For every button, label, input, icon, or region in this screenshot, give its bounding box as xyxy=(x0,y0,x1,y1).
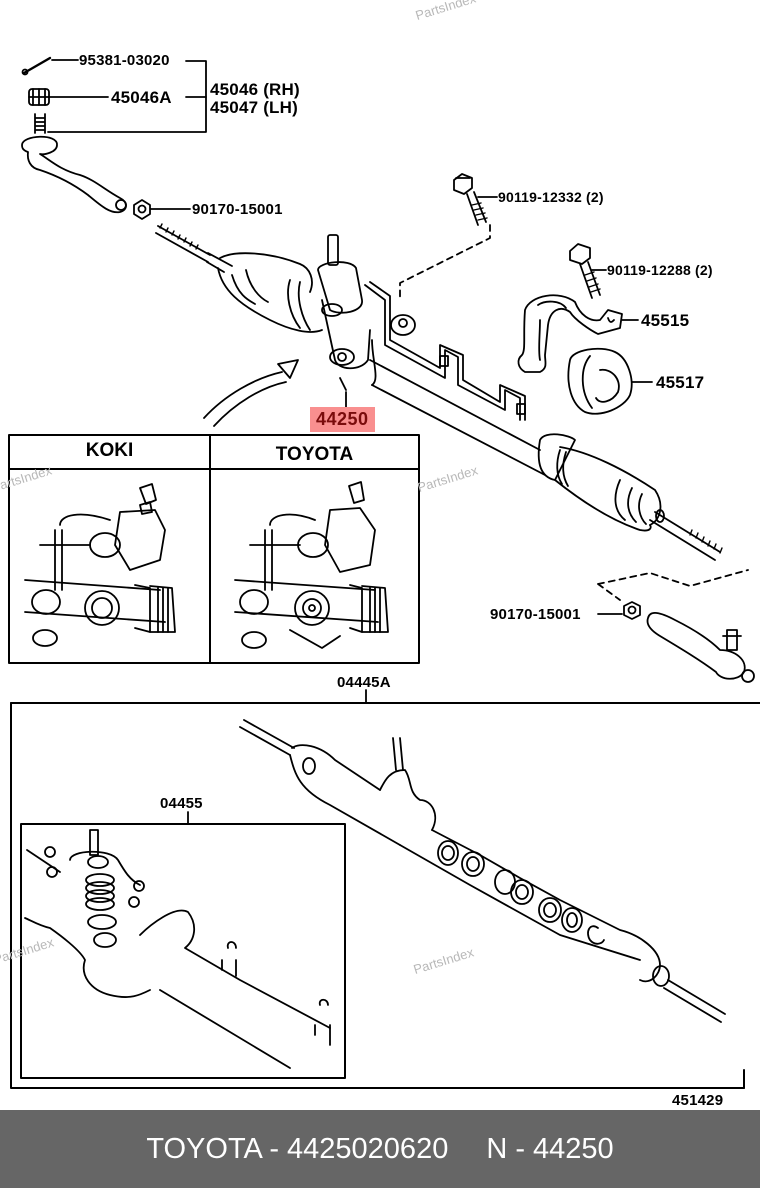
variant-comparison-box xyxy=(8,434,420,664)
callout-bolt-upper[interactable]: 90119-12332 (2) xyxy=(498,189,604,205)
part-number-footer: TOYOTA - 4425020620 N - 44250 xyxy=(0,1110,760,1188)
lock-nut-left-icon xyxy=(133,199,151,220)
callout-lock-nut-left[interactable]: 90170-15001 xyxy=(192,201,283,218)
castle-nut-icon xyxy=(28,88,50,106)
gasket-kit-box xyxy=(10,702,760,1089)
clip-fragment-icon xyxy=(741,669,755,683)
koki-gear-icon xyxy=(24,483,176,647)
seal-kit-parts-icon xyxy=(24,829,331,1069)
bracket-icon xyxy=(517,294,623,373)
footer-brand-part-number: TOYOTA - 4425020620 xyxy=(146,1132,449,1165)
alignment-line-bolt-upper xyxy=(399,224,491,301)
diagram-linework xyxy=(8,56,760,1089)
variant-label-koki: KOKI xyxy=(85,440,134,461)
variant-label-toyota: TOYOTA xyxy=(275,444,354,465)
footer-reference-number: N - 44250 xyxy=(486,1132,614,1165)
alignment-line-tie-rod-right xyxy=(597,569,749,601)
cotter-pin-icon xyxy=(21,56,52,76)
lock-nut-right-icon xyxy=(623,601,641,620)
callout-gear-assembly-highlighted[interactable]: 44250 xyxy=(310,407,375,432)
tie-rod-end-right-icon xyxy=(646,612,746,680)
callout-gasket-kit[interactable]: 04445A xyxy=(337,674,391,691)
callout-seal-kit[interactable]: 04455 xyxy=(160,795,203,812)
callout-tie-rod-end-nut[interactable]: 45046A xyxy=(111,88,172,107)
toyota-gear-icon xyxy=(234,481,389,649)
callout-tie-rod-end-rh[interactable]: 45046 (RH) xyxy=(210,80,300,99)
grommet-icon xyxy=(567,347,633,415)
callout-grommet[interactable]: 45517 xyxy=(656,373,705,392)
callout-lock-nut-right[interactable]: 90170-15001 xyxy=(490,606,581,623)
seal-kit-box xyxy=(20,823,346,1079)
bolt-lower-icon xyxy=(569,243,601,299)
callout-cotter-pin[interactable]: 95381-03020 xyxy=(79,52,170,69)
steering-rack-icon xyxy=(155,223,723,561)
curved-arrow-icon xyxy=(203,359,299,427)
parts-diagram: PartsIndex PartsIndex PartsIndex PartsIn… xyxy=(0,0,760,1109)
illustration-number: 451429 xyxy=(672,1092,724,1109)
callout-bracket[interactable]: 45515 xyxy=(641,311,690,330)
bolt-upper-icon xyxy=(453,173,488,226)
tie-rod-end-left-icon xyxy=(21,113,127,214)
gasket-kit-rack-icon xyxy=(239,719,726,1023)
callout-bolt-lower[interactable]: 90119-12288 (2) xyxy=(607,262,713,278)
callout-tie-rod-end-lh[interactable]: 45047 (LH) xyxy=(210,98,298,117)
